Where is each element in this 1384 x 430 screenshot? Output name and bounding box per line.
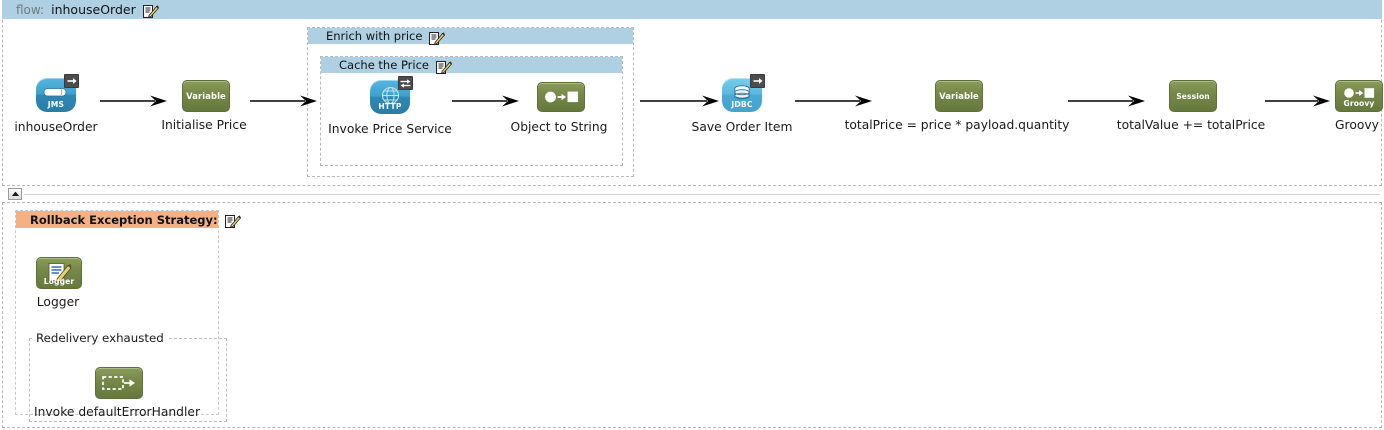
connector-arrow [452,92,520,107]
connector-arrow [1068,92,1146,107]
request-response-badge [398,76,413,90]
edit-pencil-icon[interactable] [142,3,159,18]
session-icon-text: Session [1176,91,1210,101]
variable-processor-icon[interactable]: Variable [180,78,230,112]
node-label: Object to String [510,120,608,134]
flow-name-label: inhouseOrder [51,2,136,17]
variable-processor-icon[interactable]: Variable [933,78,983,112]
collapse-up-icon[interactable] [8,188,22,200]
flow-container [2,0,1382,186]
node-label: inhouseOrder [14,120,98,134]
node-inhouse-order[interactable]: JMS inhouseOrder [0,74,146,135]
node-invoke-default-error-handler[interactable]: Invoke defaultErrorHandler [27,365,207,420]
flow-keyword-label: flow: [16,2,45,17]
node-label: Groovy [1335,118,1379,132]
node-label: Invoke Price Service [328,122,452,136]
redelivery-exhausted-group: Redelivery exhausted Invoke defaultError… [27,331,227,422]
variable-icon-text: Variable [186,91,226,101]
connector-arrow [640,92,720,107]
scope-cache-header[interactable]: Cache the Price [321,57,622,74]
flow-header-bar[interactable]: flow: inhouseOrder [2,0,1382,19]
node-invoke-price-service[interactable]: HTTP Invoke Price Service [300,76,480,137]
session-processor-icon[interactable]: Session [1167,78,1217,112]
node-label: Logger [36,295,80,309]
groovy-transformer-icon[interactable]: Groovy [1333,78,1383,112]
jdbc-endpoint-icon[interactable]: JDBC [720,74,765,114]
scope-enrich-title: Enrich with price [326,29,423,43]
node-label: Initialise Price [161,118,247,132]
jms-icon-text: JMS [47,99,65,109]
edit-pencil-icon[interactable] [224,213,241,228]
scope-enrich-header[interactable]: Enrich with price [308,28,633,45]
connector-arrow [1265,92,1331,107]
edit-pencil-icon[interactable] [436,59,453,74]
node-label: Save Order Item [691,120,793,134]
node-initialise-price[interactable]: Variable Initialise Price [114,78,294,133]
node-object-to-string[interactable]: Object to String [469,80,649,135]
transformer-icon[interactable] [535,80,585,114]
exception-strategy-header[interactable]: Rollback Exception Strategy: [16,211,241,228]
connector-arrow [250,92,318,107]
exception-strategy-container: Rollback Exception Strategy: [2,202,1382,428]
groovy-icon-text: Groovy [1343,98,1375,108]
http-endpoint-icon[interactable]: HTTP [368,76,413,116]
edit-pencil-icon[interactable] [429,30,446,45]
node-save-order-item[interactable]: JDBC Save Order Item [652,74,832,135]
node-label: totalPrice = price * payload.quantity [844,118,1070,132]
node-label: totalValue += totalPrice [1116,118,1266,132]
flow-reference-icon[interactable] [93,365,143,399]
node-total-price[interactable]: Variable totalPrice = price * payload.qu… [845,78,1069,133]
logger-icon-text: Logger [43,277,75,286]
jms-endpoint-icon[interactable]: JMS [34,74,79,114]
variable-icon-text: Variable [939,91,979,101]
jdbc-icon-text: JDBC [731,99,753,109]
inbound-arrow-badge [64,74,79,88]
collapse-bar [2,188,1382,200]
logger-icon[interactable]: Logger [34,255,82,289]
collapse-divider [24,194,1380,195]
connector-arrow [100,92,168,107]
scope-enrich-with-price: Enrich with price Cache the Price [307,27,634,177]
node-total-value[interactable]: Session totalValue += totalPrice [1101,78,1281,133]
scope-cache-title: Cache the Price [339,58,430,72]
rollback-exception-strategy-box: Rollback Exception Strategy: [15,210,241,422]
outbound-arrow-badge [750,74,765,88]
http-icon-text: HTTP [378,101,402,111]
redelivery-exhausted-label: Redelivery exhausted [32,331,168,345]
connector-arrow [795,92,873,107]
node-groovy[interactable]: Groovy Groovy [1267,78,1384,133]
node-logger[interactable]: Logger Logger [0,255,148,310]
exception-strategy-title: Rollback Exception Strategy: [30,212,218,227]
node-label: Invoke defaultErrorHandler [33,405,201,419]
